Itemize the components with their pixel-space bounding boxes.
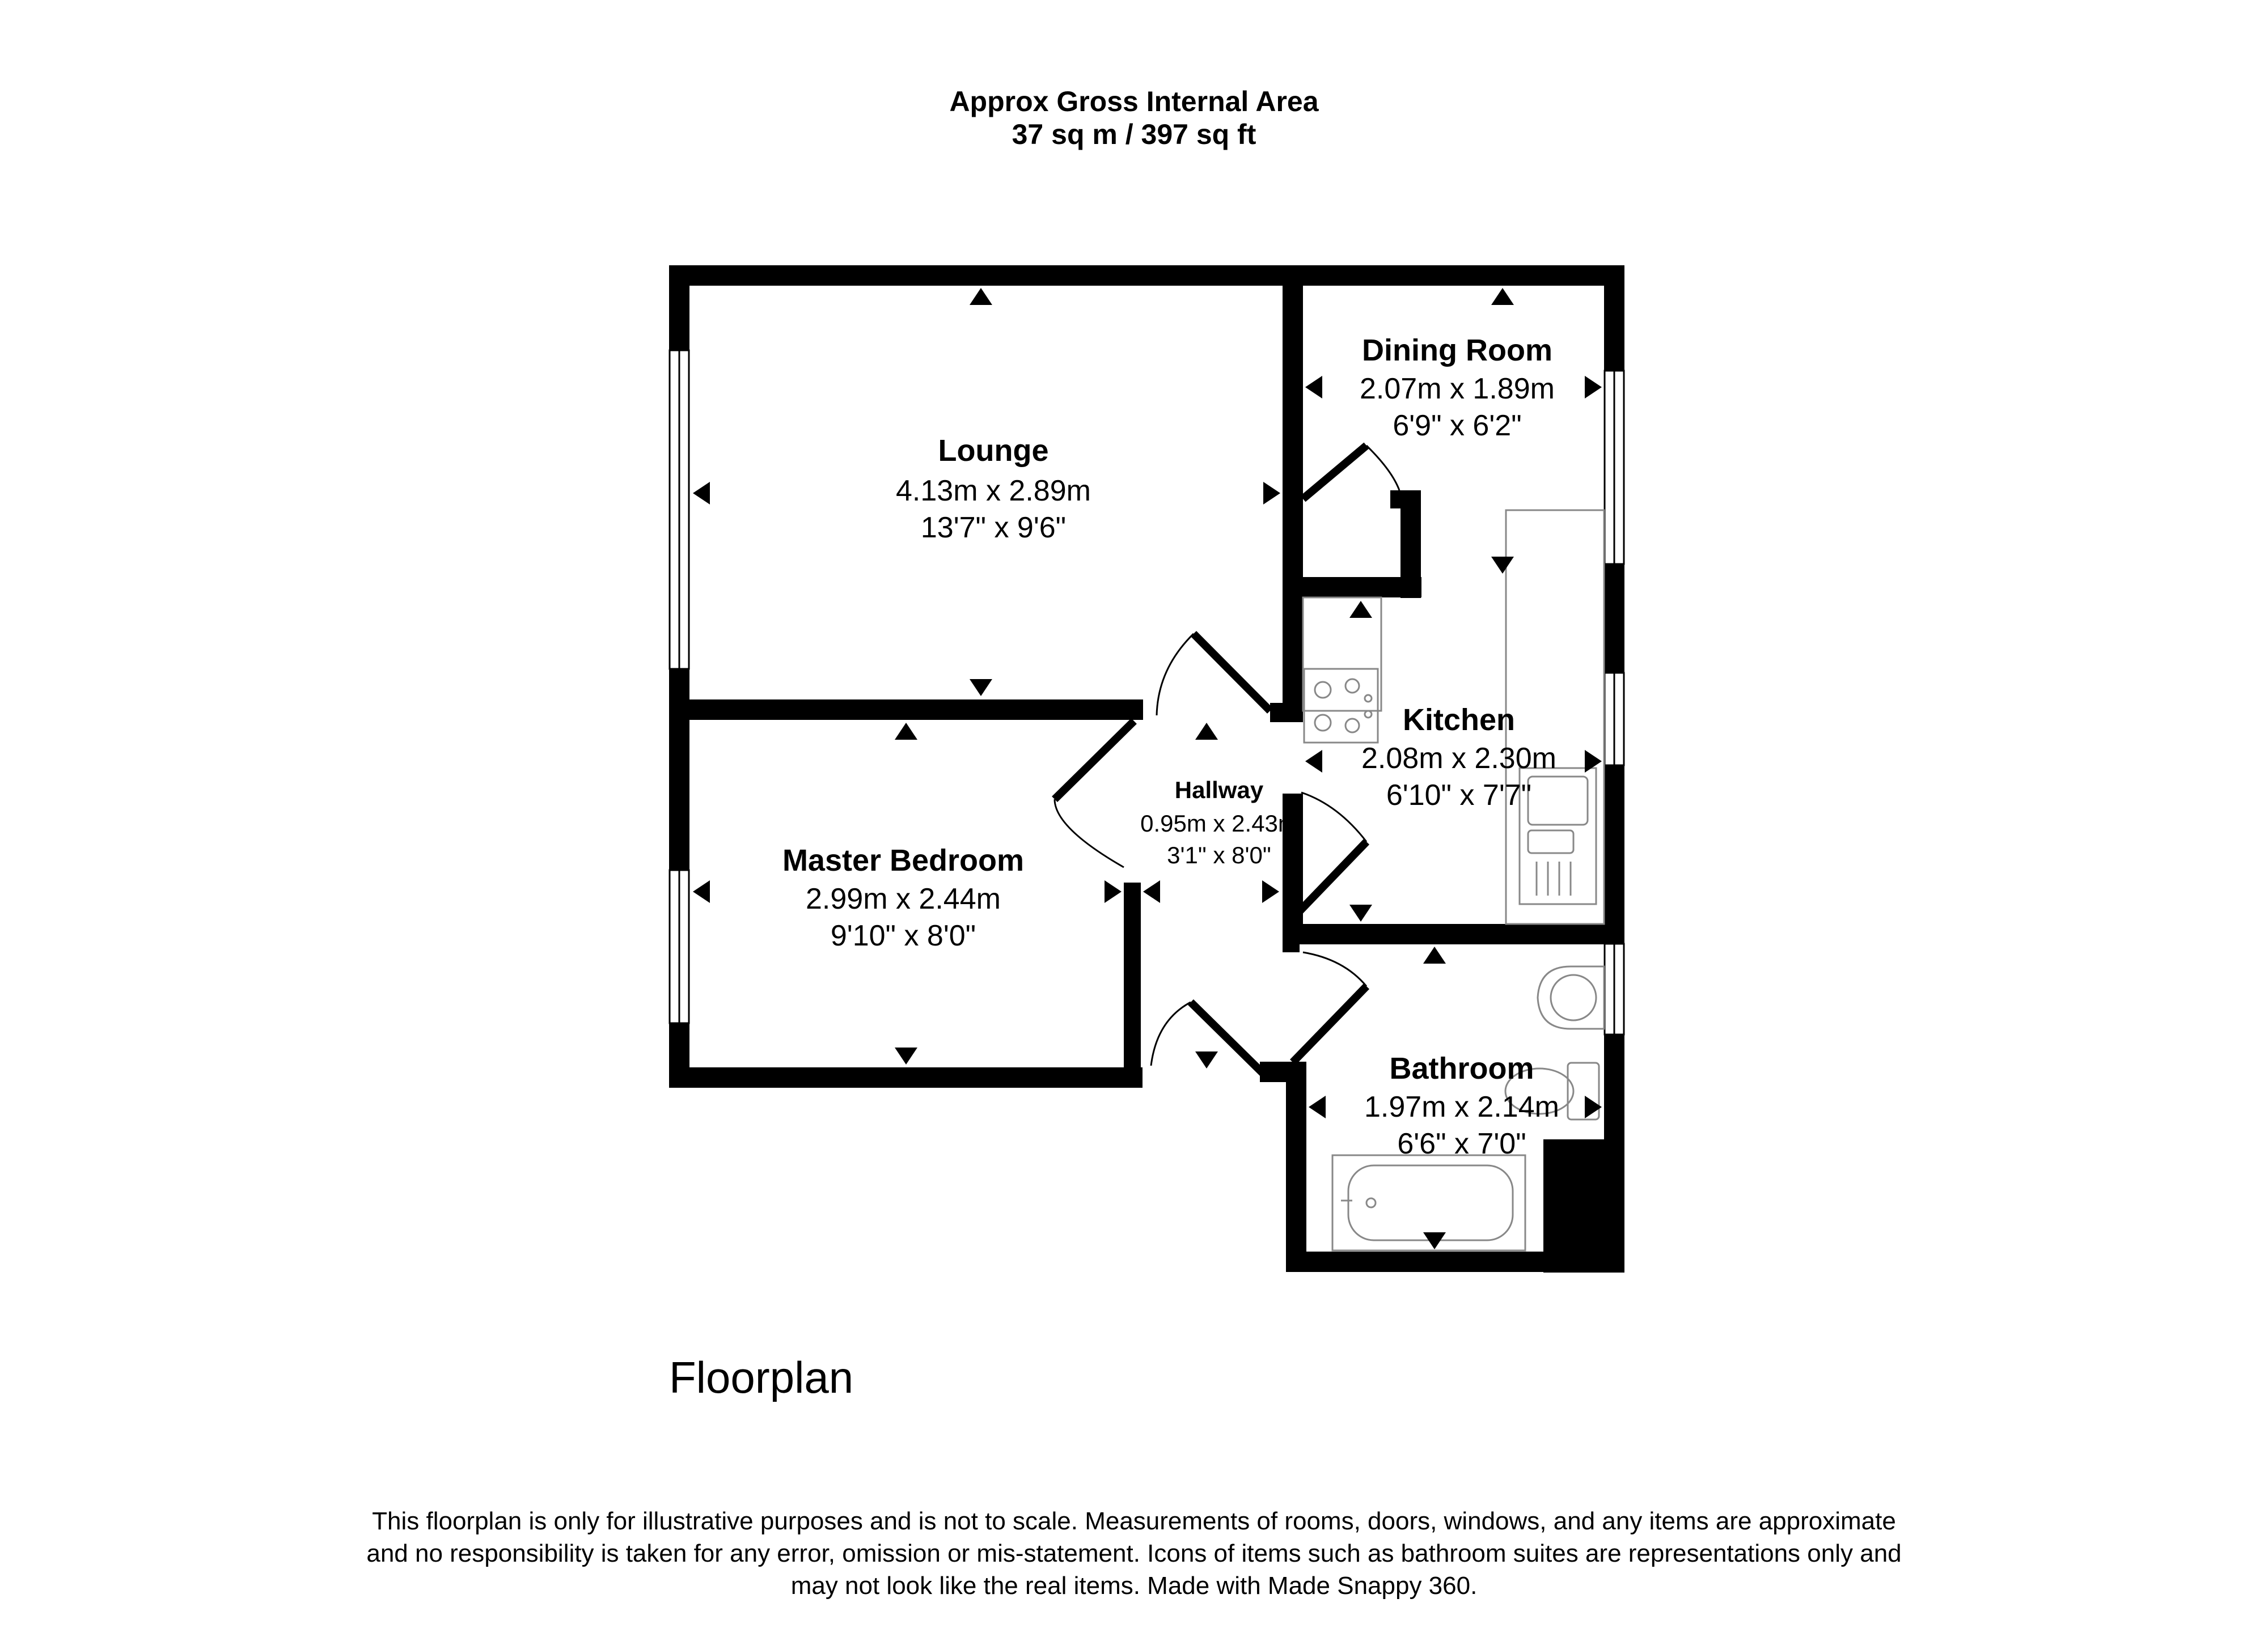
arrow-dining-bottom <box>1491 557 1514 574</box>
wall-lounge-bedroom <box>689 699 1143 720</box>
area-title: Approx Gross Internal Area <box>949 86 1319 117</box>
room-imperial: 9'10" x 8'0" <box>831 919 976 952</box>
door-dining-cupboard <box>1300 442 1369 502</box>
wall-kitchen-left <box>1283 595 1303 714</box>
room-labels: Lounge 4.13m x 2.89m 13'7" x 9'6" Dining… <box>782 333 1559 1160</box>
arrow-lounge-top <box>970 288 992 305</box>
arrow-dining-top <box>1491 288 1514 305</box>
room-name: Lounge <box>938 434 1049 468</box>
room-metric: 4.13m x 2.89m <box>896 474 1091 507</box>
doors <box>1052 442 1400 1078</box>
arrow-lounge-right <box>1263 482 1280 504</box>
disclaimer-line: This floorplan is only for illustrative … <box>372 1507 1896 1535</box>
wall-bedroom-hallway <box>1124 883 1141 1075</box>
arrow-bathroom-top <box>1423 947 1446 964</box>
floor-label: Floorplan <box>669 1352 854 1402</box>
room-kitchen: Kitchen 2.08m x 2.30m 6'10" x 7'7" <box>1361 703 1556 812</box>
room-hallway: Hallway 0.95m x 2.43m 3'1" x 8'0" <box>1140 777 1298 868</box>
room-lounge: Lounge 4.13m x 2.89m 13'7" x 9'6" <box>896 434 1091 544</box>
door-kitchen <box>1289 839 1370 921</box>
room-metric: 2.99m x 2.44m <box>806 883 1001 915</box>
toilet-icon <box>1567 1062 1600 1121</box>
room-name: Bathroom <box>1390 1051 1534 1085</box>
kitchen-counter-right <box>1505 509 1605 925</box>
wall-bathroom-bottom <box>1286 1252 1624 1272</box>
wall-bottom-left <box>669 1067 1143 1088</box>
walls <box>669 265 1624 1273</box>
kitchen-counter-left <box>1302 596 1382 712</box>
room-bathroom: Bathroom 1.97m x 2.14m 6'6" x 7'0" <box>1364 1051 1559 1160</box>
arrow-kitchen-top <box>1349 601 1372 618</box>
door-bathroom <box>1289 983 1370 1065</box>
dimension-arrows <box>693 288 1602 1249</box>
room-imperial: 6'9" x 6'2" <box>1393 409 1521 442</box>
wall-cupboard-bottom <box>1283 577 1421 597</box>
wall-bathroom-stub <box>1260 1062 1306 1082</box>
arrow-kitchen-right <box>1585 750 1602 773</box>
room-dining: Dining Room 2.07m x 1.89m 6'9" x 6'2" <box>1360 333 1555 442</box>
arrow-bathroom-right <box>1585 1096 1602 1118</box>
arrow-hallway-top <box>1195 723 1218 740</box>
windows <box>668 349 1625 1036</box>
room-name: Hallway <box>1175 777 1264 803</box>
room-imperial: 3'1" x 8'0" <box>1167 842 1271 868</box>
wall-left-mid <box>669 669 689 870</box>
wall-right-mid <box>1604 564 1624 673</box>
arrow-bathroom-bottom <box>1423 1232 1446 1249</box>
disclaimer-line: may not look like the real items. Made w… <box>790 1572 1478 1600</box>
wall-bathroom-left <box>1286 1066 1306 1272</box>
arrow-hallway-bottom <box>1195 1051 1218 1068</box>
room-bedroom: Master Bedroom 2.99m x 2.44m 9'10" x 8'0… <box>782 843 1024 952</box>
arrow-kitchen-bottom <box>1349 905 1372 922</box>
wall-left-upper <box>669 265 689 350</box>
door-hall-cupboard <box>1188 999 1267 1078</box>
arrow-lounge-bottom <box>970 679 992 696</box>
wall-right-lower <box>1604 765 1624 944</box>
wall-kitchen-bathroom <box>1283 924 1611 944</box>
door-lounge <box>1191 631 1273 714</box>
wall-top <box>669 265 1624 286</box>
room-imperial: 13'7" x 9'6" <box>921 511 1066 544</box>
room-imperial: 6'6" x 7'0" <box>1397 1127 1526 1160</box>
room-name: Kitchen <box>1403 703 1515 737</box>
door-bedroom <box>1052 718 1137 802</box>
area-header: Approx Gross Internal Area 37 sq m / 397… <box>0 85 2268 151</box>
arrow-dining-right <box>1585 376 1602 398</box>
arrow-kitchen-left <box>1305 750 1322 773</box>
arrow-bedroom-bottom <box>895 1048 917 1065</box>
hob-icon <box>1303 668 1379 744</box>
arrow-dining-left <box>1305 376 1322 398</box>
basin-icon <box>1537 965 1605 1030</box>
room-name: Master Bedroom <box>782 843 1024 877</box>
wall-lounge-dining <box>1283 283 1303 504</box>
arrow-bedroom-right <box>1105 880 1122 903</box>
room-metric: 1.97m x 2.14m <box>1364 1091 1559 1123</box>
wall-right-upper <box>1604 265 1624 371</box>
room-metric: 2.08m x 2.30m <box>1361 742 1556 775</box>
bath-icon <box>1331 1154 1526 1252</box>
arrow-hallway-left <box>1143 880 1160 903</box>
arrow-lounge-left <box>693 482 710 504</box>
arrow-hallway-right <box>1262 880 1279 903</box>
disclaimer-line: and no responsibility is taken for any e… <box>366 1540 1902 1567</box>
area-value: 37 sq m / 397 sq ft <box>1012 118 1256 150</box>
arrow-bedroom-top <box>895 723 917 740</box>
room-name: Dining Room <box>1362 333 1552 367</box>
room-metric: 2.07m x 1.89m <box>1360 372 1555 405</box>
sink-icon <box>1518 767 1597 905</box>
disclaimer: This floorplan is only for illustrative … <box>0 1505 2268 1602</box>
wall-cupboard-stub <box>1390 490 1421 508</box>
room-imperial: 6'10" x 7'7" <box>1386 779 1531 812</box>
room-metric: 0.95m x 2.43m <box>1140 810 1298 837</box>
wall-bath-corner <box>1543 1139 1624 1273</box>
arrow-bathroom-left <box>1309 1096 1326 1118</box>
arrow-bedroom-left <box>693 880 710 903</box>
fixtures <box>1302 509 1605 1252</box>
wall-kitchen-stub <box>1270 703 1303 722</box>
